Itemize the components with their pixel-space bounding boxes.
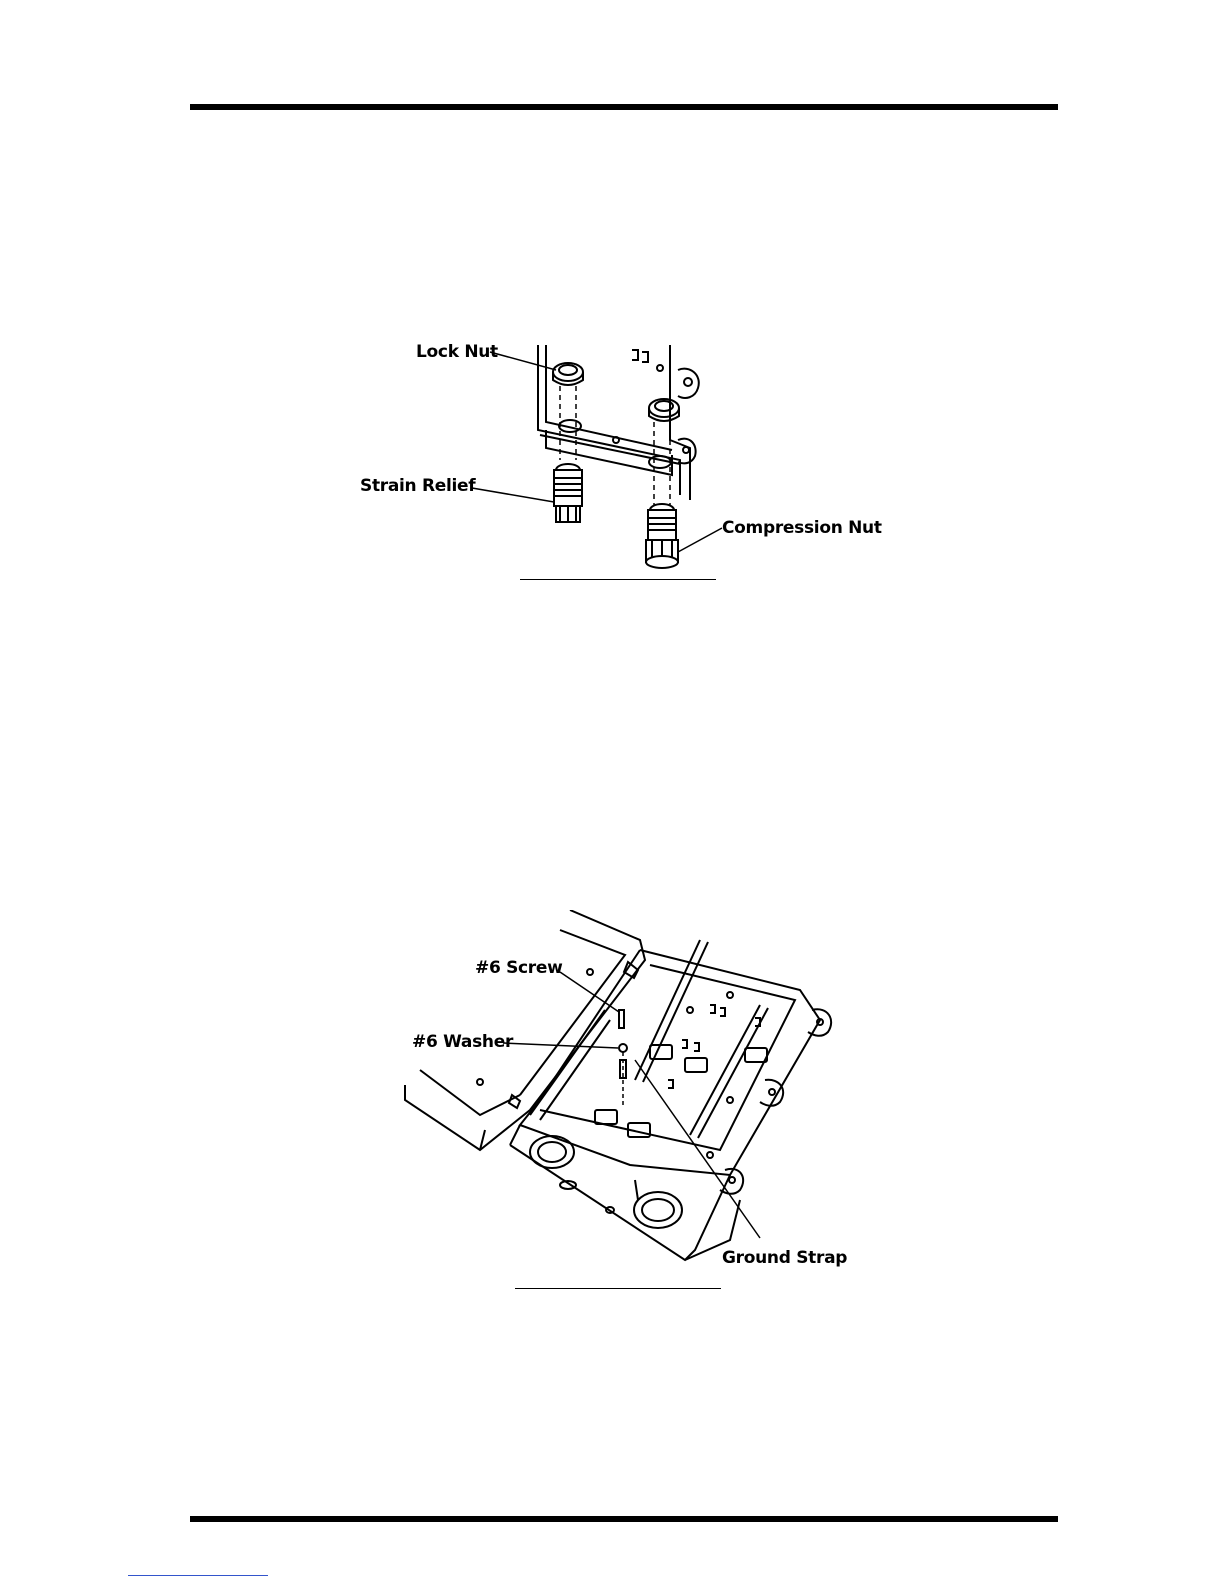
callout-screw: #6 Screw (475, 958, 563, 978)
footer-rule (190, 1516, 1058, 1522)
ground-strap-illustration (400, 910, 850, 1300)
callout-ground-strap: Ground Strap (722, 1248, 847, 1268)
callout-washer: #6 Washer (412, 1032, 513, 1052)
callout-lock-nut: Lock Nut (416, 342, 498, 362)
figure-ground-strap: #6 Screw #6 Washer Ground Strap (400, 910, 850, 1300)
figure2-caption-rule (515, 1288, 721, 1289)
header-rule (190, 104, 1058, 110)
figure-fittings: Lock Nut Strain Relief Compression Nut (360, 330, 880, 590)
figure1-caption-rule (520, 579, 716, 580)
callout-compression-nut: Compression Nut (722, 518, 882, 538)
callout-strain-relief: Strain Relief (360, 476, 475, 496)
fittings-illustration (360, 330, 880, 590)
footer-link-underline[interactable] (128, 1575, 268, 1576)
